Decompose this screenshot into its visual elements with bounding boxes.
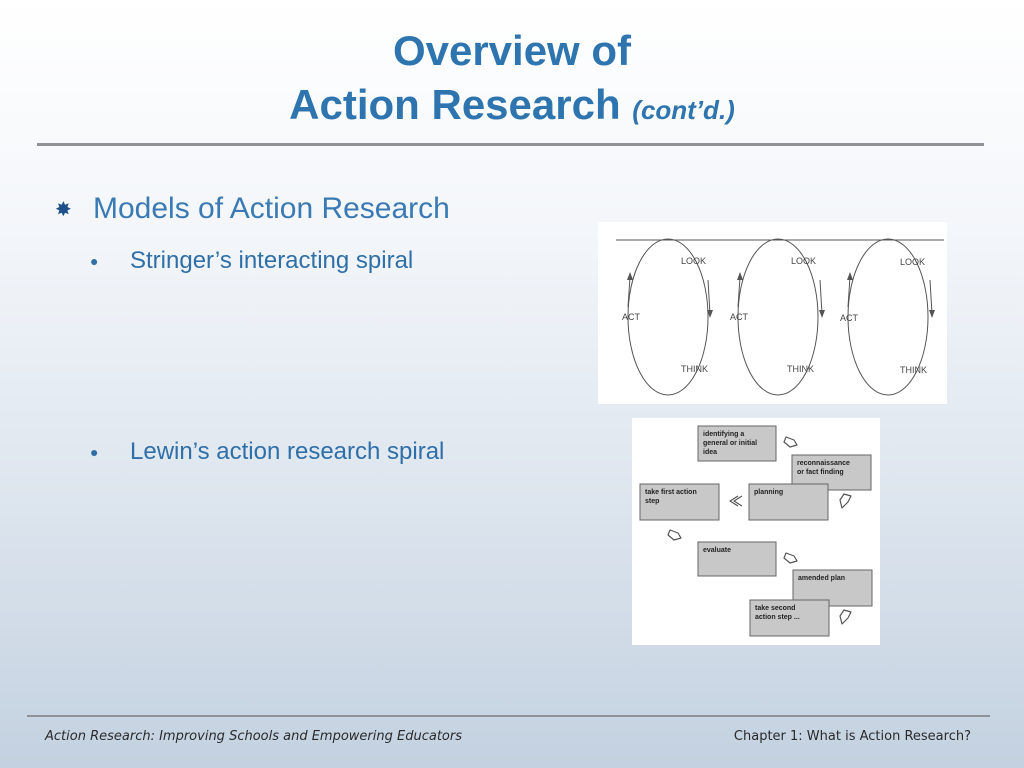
footer-chapter: Chapter 1: What is Action Research? <box>733 729 971 744</box>
spiral-loop-2 <box>737 238 819 396</box>
lewin-box-first-step <box>639 483 720 521</box>
lewin-box-second-step <box>749 599 830 637</box>
stringer-look-label: LOOK <box>791 256 816 266</box>
lewin-arrow-icon <box>839 609 852 625</box>
footer-book-title: Action Research: Improving Schools and E… <box>45 729 462 744</box>
slide-title: Overview of Action Research (cont’d.) <box>0 24 1024 137</box>
lewin-spiral-diagram: identifying a general or initial idea re… <box>639 425 873 637</box>
lewin-arrow-icon <box>839 493 852 509</box>
stringer-spiral-diagram: LOOK ACT THINK LOOK ACT THINK LOOK ACT T… <box>616 238 944 396</box>
lewin-amended-line: amended plan <box>798 575 845 582</box>
lewin-arrow-icon <box>729 495 743 507</box>
lewin-recon-line: reconnaissance <box>797 460 850 467</box>
title-suffix: (cont’d.) <box>632 95 735 125</box>
arrow-stem <box>627 276 631 308</box>
lewin-arrow-icon <box>667 529 682 541</box>
arrow-head-icon <box>737 272 743 280</box>
sub-bullet-lewin: ● Lewin’s action research spiral <box>90 438 444 466</box>
lewin-arrow-icon <box>783 436 798 448</box>
main-bullet-text: Models of Action Research <box>93 192 450 225</box>
lewin-second-step-line: take second <box>755 605 795 612</box>
dot-bullet-icon: ● <box>90 444 99 460</box>
arrow-stem <box>847 276 851 308</box>
title-main: Action Research <box>289 81 621 128</box>
arrow-head-icon <box>847 272 853 280</box>
stringer-act-label: ACT <box>840 313 859 323</box>
sub-bullet-text: Lewin’s action research spiral <box>130 438 445 465</box>
stringer-think-label: THINK <box>787 364 814 374</box>
stringer-act-label: ACT <box>730 312 749 322</box>
lewin-box-planning <box>748 483 829 521</box>
arrow-stem <box>737 276 741 308</box>
arrow-stem <box>929 279 933 315</box>
lewin-idea-line: general or initial <box>703 440 757 447</box>
lewin-box-idea <box>697 425 777 462</box>
arrow-head-icon <box>707 310 713 318</box>
sub-bullet-text: Stringer’s interacting spiral <box>130 247 414 274</box>
stringer-spiral-figure: LOOK ACT THINK LOOK ACT THINK LOOK ACT T… <box>598 222 947 404</box>
stringer-think-label: THINK <box>681 364 708 374</box>
lewin-idea-line: idea <box>703 449 717 456</box>
stringer-look-label: LOOK <box>900 257 925 267</box>
main-bullet: ✸ Models of Action Research <box>55 192 450 226</box>
arrow-stem <box>819 279 823 315</box>
title-divider <box>37 143 984 146</box>
spiral-loop-3 <box>847 238 929 396</box>
arrow-head-icon <box>819 310 825 318</box>
lewin-arrow-icon <box>783 552 798 564</box>
lewin-box-evaluate <box>697 541 777 577</box>
spiral-loop-1 <box>627 238 709 396</box>
title-line-2: Action Research (cont’d.) <box>0 78 1024 137</box>
stringer-act-label: ACT <box>622 312 641 322</box>
sub-bullet-stringer: ● Stringer’s interacting spiral <box>90 247 413 275</box>
lewin-first-step-line: take first action <box>645 489 697 496</box>
footer-divider <box>27 715 990 717</box>
lewin-evaluate-line: evaluate <box>703 547 731 554</box>
lewin-idea-line: identifying a <box>703 431 744 438</box>
star-bullet-icon: ✸ <box>55 198 72 221</box>
arrow-head-icon <box>929 310 935 318</box>
lewin-spiral-figure: identifying a general or initial idea re… <box>632 418 880 645</box>
dot-bullet-icon: ● <box>90 253 99 269</box>
lewin-planning-line: planning <box>754 489 783 496</box>
lewin-first-step-line: step <box>645 498 659 505</box>
stringer-look-label: LOOK <box>681 256 706 266</box>
lewin-second-step-line: action step ... <box>755 614 800 621</box>
arrow-head-icon <box>627 272 633 280</box>
lewin-recon-line: or fact finding <box>797 469 844 476</box>
stringer-think-label: THINK <box>900 365 927 375</box>
arrow-stem <box>707 279 711 315</box>
title-line-1: Overview of <box>392 27 632 74</box>
